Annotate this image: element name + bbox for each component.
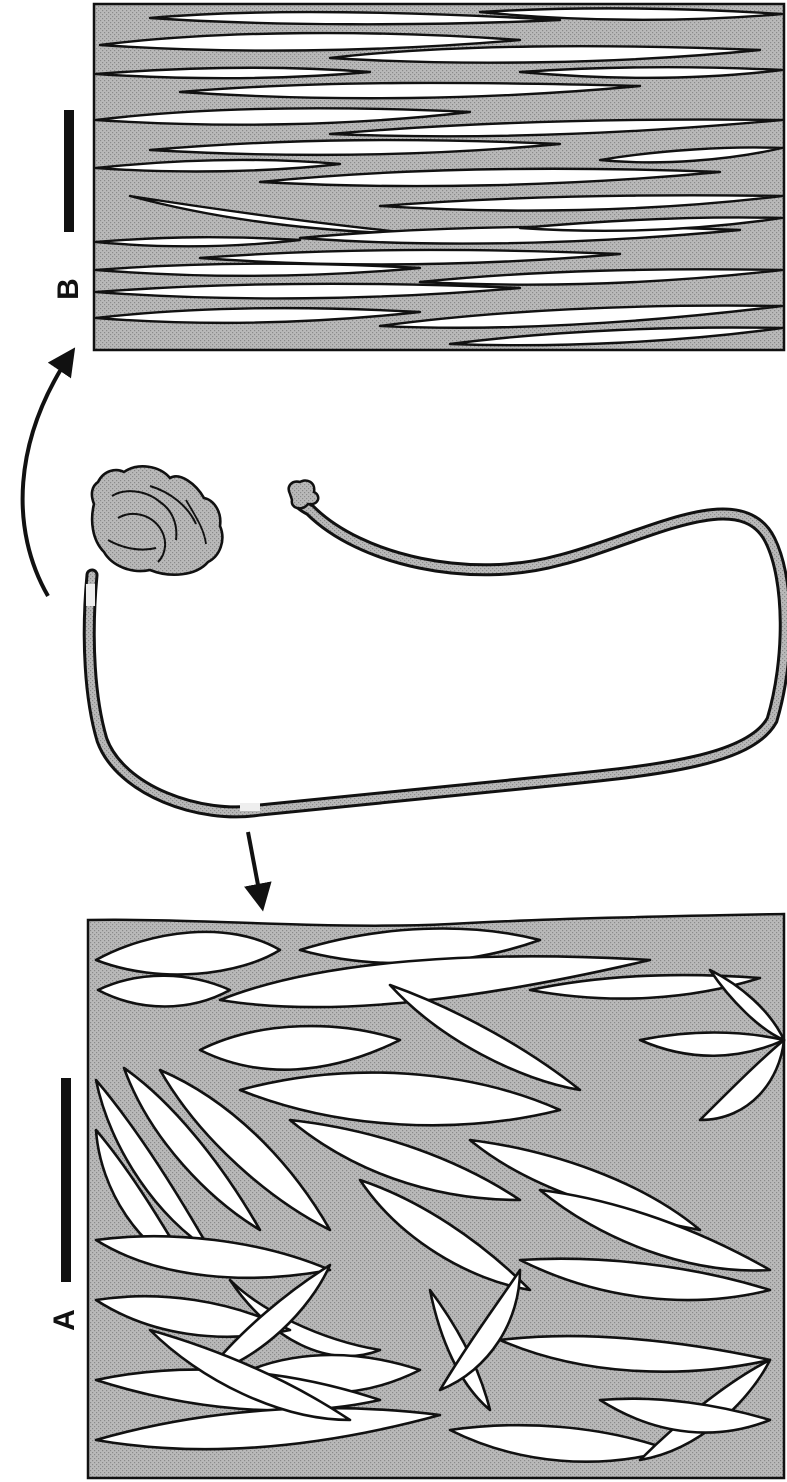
section-mark-a [240,803,260,811]
panel-a-scale-bar [61,1078,71,1282]
arrow-to-panel-a [248,832,262,906]
stem-tip [289,480,319,508]
plant-illustration [86,466,785,812]
panel-b: B [52,4,784,350]
plant-head [92,466,222,574]
panel-a: A [48,914,784,1478]
section-mark-b [86,584,95,606]
panel-a-label: A [48,1309,81,1331]
panel-b-label: B [52,278,85,300]
panel-b-scale-bar [64,110,74,232]
arrow-to-panel-b [23,352,72,596]
